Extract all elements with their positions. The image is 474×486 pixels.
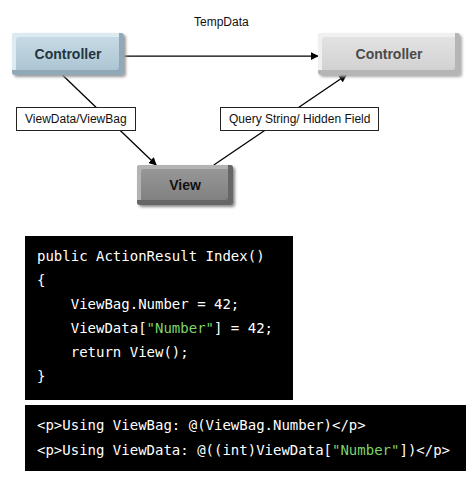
code-panel: public ActionResult Index(){ ViewBag.Num… (25, 236, 293, 400)
code-line: ViewBag.Number = 42; (37, 292, 281, 316)
code-line: <p>Using ViewData: @((int)ViewData["Numb… (37, 438, 454, 463)
box-text: Controller (35, 46, 102, 62)
code-line: return View(); (37, 340, 281, 364)
code-line: <p>Using ViewBag: @(ViewBag.Number)</p> (37, 413, 454, 438)
process-box: Controller (12, 33, 124, 75)
flow-arrow (124, 55, 318, 56)
code-line: ViewData["Number"] = 42; (37, 316, 281, 340)
box-text: Controller (356, 46, 423, 62)
code-panel: <p>Using ViewBag: @(ViewBag.Number)</p><… (25, 405, 466, 471)
process-box: View (137, 165, 233, 205)
code-line: } (37, 364, 281, 388)
edge-label: Query String/ Hidden Field (220, 107, 379, 131)
edge-label: ViewData/ViewBag (16, 107, 136, 131)
box-text: View (169, 177, 201, 193)
code-line: { (37, 268, 281, 292)
edge-label: TempData (194, 15, 249, 29)
code-line: public ActionResult Index() (37, 244, 281, 268)
process-box: Controller (318, 33, 460, 75)
